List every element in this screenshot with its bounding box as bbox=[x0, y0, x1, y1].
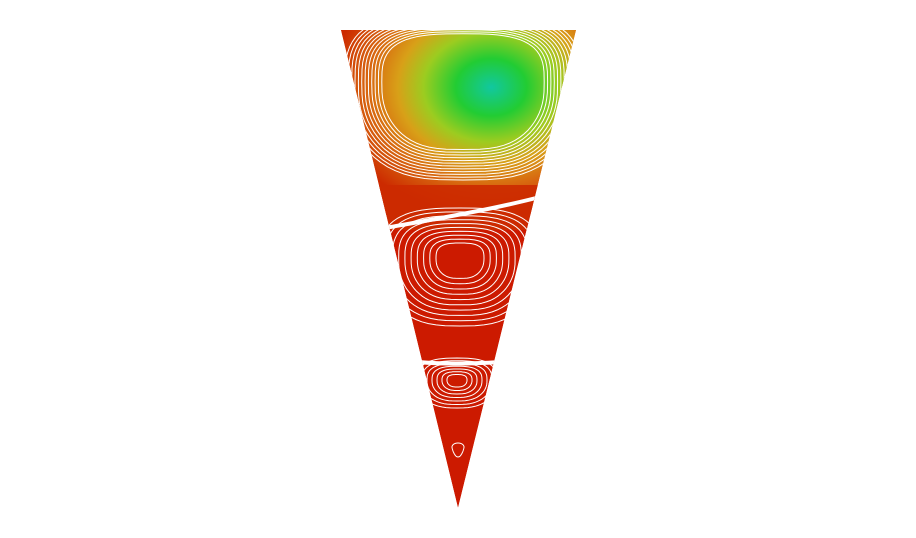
apex-eddy-streamline bbox=[451, 442, 465, 458]
upper-eddy-streamline bbox=[371, 30, 555, 159]
middle-eddy-streamline bbox=[404, 223, 516, 306]
upper-eddy-streamline bbox=[357, 30, 569, 170]
middle-eddy-streamline bbox=[416, 230, 504, 295]
upper-eddy-streamline bbox=[354, 30, 572, 173]
middle-eddy-streamline bbox=[398, 219, 522, 311]
lower-eddy-streamline bbox=[436, 368, 478, 395]
lower-eddy-streamline bbox=[441, 371, 473, 391]
separatrix-middle-lower bbox=[416, 360, 502, 366]
lower-eddy-streamline bbox=[431, 365, 483, 398]
upper-eddy-streamline bbox=[377, 31, 549, 153]
upper-eddy-streamline bbox=[364, 30, 562, 164]
separatrix-upper-middle bbox=[383, 195, 542, 230]
upper-eddy-streamline bbox=[361, 30, 565, 167]
lower-eddy-streamline bbox=[446, 374, 468, 388]
middle-eddy-streamline bbox=[423, 234, 497, 290]
middle-eddy-streamline bbox=[429, 238, 491, 285]
upper-eddy-streamline bbox=[367, 30, 559, 162]
middle-eddy-streamline bbox=[435, 242, 485, 279]
upper-eddy-streamline bbox=[381, 33, 545, 150]
upper-eddy-lower-band bbox=[341, 185, 576, 215]
upper-eddy-streamline bbox=[374, 30, 552, 156]
middle-eddy-streamline bbox=[410, 226, 510, 301]
